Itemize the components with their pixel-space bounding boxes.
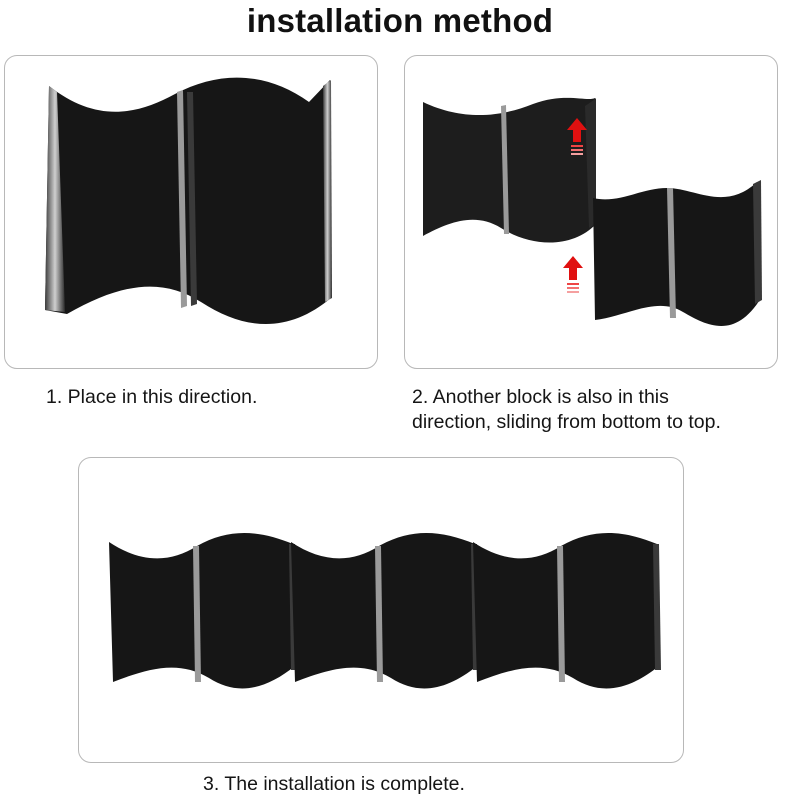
step-3-illustration [109, 533, 661, 689]
up-arrow-icon [567, 118, 587, 155]
segment-2 [291, 533, 479, 689]
up-arrow-icon [563, 256, 583, 293]
segment-3 [473, 533, 661, 689]
step-1-frame [4, 55, 378, 369]
step-2-frame [404, 55, 778, 369]
caption-line: 3. The installation is complete. [203, 773, 465, 795]
segment-1 [109, 533, 297, 689]
caption-line: direction, sliding from bottom to top. [412, 411, 721, 433]
caption-line: 2. Another block is also in this [412, 386, 669, 408]
assembled-border [109, 533, 661, 689]
page-title: installation method [246, 2, 554, 39]
border-panel [45, 77, 332, 325]
caption-line: 1. Place in this direction. [46, 386, 258, 408]
step-1-caption: 1. Place in this direction. [46, 385, 257, 410]
step-3-caption: 3. The installation is complete. [203, 772, 465, 797]
step-1-illustration [45, 77, 332, 325]
step-2-caption: 2. Another block is also in this directi… [412, 385, 721, 435]
upper-panel [423, 97, 596, 243]
lower-panel [593, 180, 762, 326]
step-3-frame [78, 457, 684, 763]
step-2-illustration [423, 97, 762, 326]
